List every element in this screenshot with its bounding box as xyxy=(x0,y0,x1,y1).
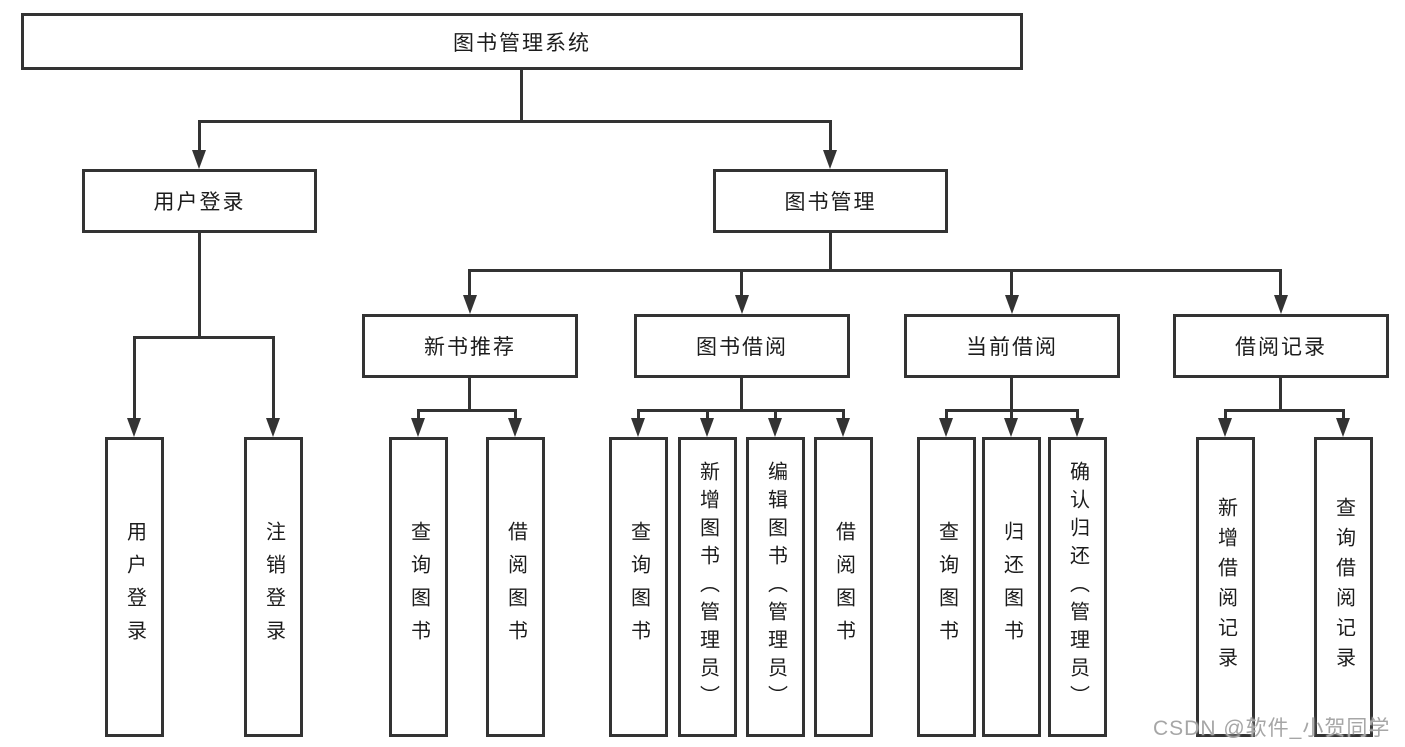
node-new-book-recommend-label: 新书推荐 xyxy=(424,336,516,359)
connector-line xyxy=(740,378,743,409)
connector-line xyxy=(842,411,845,420)
node-borrow-records: 借阅记录 xyxy=(1173,314,1389,378)
leaf-borrow-books-label: 借阅图书 xyxy=(832,521,855,653)
node-new-book-recommend: 新书推荐 xyxy=(362,314,578,378)
connector-line xyxy=(417,411,420,420)
connector-line xyxy=(198,120,832,123)
connector-line xyxy=(468,271,471,297)
arrowhead-down-icon xyxy=(192,150,206,169)
leaf-return-books: 归还图书 xyxy=(982,437,1041,737)
connector-line xyxy=(1224,411,1227,420)
connector-line xyxy=(198,121,201,152)
connector-line xyxy=(945,409,1079,412)
connector-line xyxy=(1279,271,1282,297)
node-root-label: 图书管理系统 xyxy=(453,31,591,55)
leaf-query-books-current: 查询图书 xyxy=(917,437,976,737)
leaf-query-borrow-record-label: 查询借阅记录 xyxy=(1332,497,1355,677)
leaf-query-borrow-record: 查询借阅记录 xyxy=(1314,437,1373,737)
leaf-query-books-borrow: 查询图书 xyxy=(609,437,668,737)
arrowhead-down-icon xyxy=(939,418,953,437)
arrowhead-down-icon xyxy=(768,418,782,437)
arrowhead-down-icon xyxy=(127,418,141,437)
connector-line xyxy=(468,269,1282,272)
connector-line xyxy=(514,411,517,420)
leaf-confirm-return-admin: 确认归还（管理员） xyxy=(1048,437,1107,737)
node-root: 图书管理系统 xyxy=(21,13,1023,70)
connector-line xyxy=(417,409,517,412)
arrowhead-down-icon xyxy=(1004,418,1018,437)
connector-line xyxy=(133,338,136,420)
node-current-borrow-label: 当前借阅 xyxy=(966,336,1058,359)
leaf-user-login: 用户登录 xyxy=(105,437,164,737)
arrowhead-down-icon xyxy=(508,418,522,437)
leaf-logout: 注销登录 xyxy=(244,437,303,737)
leaf-add-borrow-record-label: 新增借阅记录 xyxy=(1214,497,1237,677)
leaf-add-books-admin: 新增图书（管理员） xyxy=(678,437,737,737)
connector-line xyxy=(272,338,275,420)
leaf-confirm-return-admin-label: 确认归还（管理员） xyxy=(1066,461,1089,713)
leaf-return-books-label: 归还图书 xyxy=(1000,521,1023,653)
connector-line xyxy=(637,409,845,412)
node-book-management: 图书管理 xyxy=(713,169,948,233)
leaf-logout-label: 注销登录 xyxy=(262,521,285,653)
connector-line xyxy=(829,121,832,152)
node-user-login: 用户登录 xyxy=(82,169,317,233)
node-current-borrow: 当前借阅 xyxy=(904,314,1120,378)
arrowhead-down-icon xyxy=(463,295,477,314)
leaf-query-books-recommend-label: 查询图书 xyxy=(407,521,430,653)
arrowhead-down-icon xyxy=(735,295,749,314)
arrowhead-down-icon xyxy=(1336,418,1350,437)
connector-line xyxy=(198,233,201,336)
arrowhead-down-icon xyxy=(1070,418,1084,437)
node-book-management-label: 图书管理 xyxy=(784,191,877,214)
connector-line xyxy=(1010,271,1013,297)
leaf-edit-books-admin-label: 编辑图书（管理员） xyxy=(764,461,787,713)
csdn-watermark: CSDN @软件_小贺同学 xyxy=(1153,717,1391,740)
connector-line xyxy=(1076,411,1079,420)
leaf-query-books-recommend: 查询图书 xyxy=(389,437,448,737)
leaf-query-books-borrow-label: 查询图书 xyxy=(627,521,650,653)
connector-line xyxy=(1279,378,1282,409)
node-book-borrow: 图书借阅 xyxy=(634,314,850,378)
connector-line xyxy=(706,411,709,420)
arrowhead-down-icon xyxy=(631,418,645,437)
connector-line xyxy=(740,271,743,297)
arrowhead-down-icon xyxy=(411,418,425,437)
arrowhead-down-icon xyxy=(700,418,714,437)
connector-line xyxy=(133,336,275,339)
connector-line xyxy=(829,233,832,269)
leaf-query-books-current-label: 查询图书 xyxy=(935,521,958,653)
connector-line xyxy=(1342,411,1345,420)
arrowhead-down-icon xyxy=(1005,295,1019,314)
connector-line xyxy=(1010,411,1013,420)
connector-line xyxy=(637,411,640,420)
connector-line xyxy=(1224,409,1345,412)
leaf-add-borrow-record: 新增借阅记录 xyxy=(1196,437,1255,737)
leaf-borrow-books-recommend: 借阅图书 xyxy=(486,437,545,737)
node-book-borrow-label: 图书借阅 xyxy=(696,336,788,359)
leaf-add-books-admin-label: 新增图书（管理员） xyxy=(696,461,719,713)
node-user-login-label: 用户登录 xyxy=(153,191,246,214)
leaf-borrow-books: 借阅图书 xyxy=(814,437,873,737)
connector-line xyxy=(468,378,471,409)
arrowhead-down-icon xyxy=(1274,295,1288,314)
arrowhead-down-icon xyxy=(823,150,837,169)
connector-line xyxy=(945,411,948,420)
arrowhead-down-icon xyxy=(266,418,280,437)
arrowhead-down-icon xyxy=(1218,418,1232,437)
leaf-borrow-books-recommend-label: 借阅图书 xyxy=(504,521,527,653)
leaf-user-login-label: 用户登录 xyxy=(123,521,146,653)
connector-line xyxy=(520,70,523,121)
leaf-edit-books-admin: 编辑图书（管理员） xyxy=(746,437,805,737)
node-borrow-records-label: 借阅记录 xyxy=(1235,336,1327,359)
arrowhead-down-icon xyxy=(836,418,850,437)
connector-line xyxy=(1010,378,1013,409)
connector-line xyxy=(774,411,777,420)
